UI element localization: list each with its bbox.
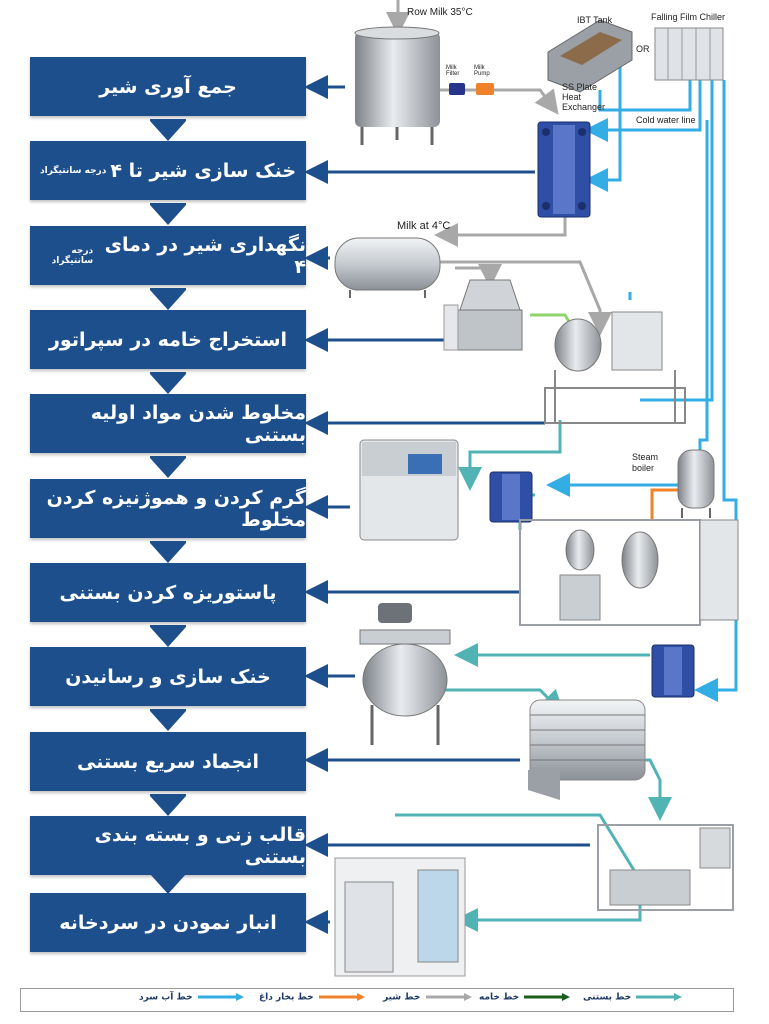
milk-filter-image xyxy=(449,83,465,95)
arrow-icon xyxy=(318,993,365,1001)
step-label: انبار نمودن در سردخانه xyxy=(59,911,277,934)
ibt-tank-image xyxy=(547,19,633,93)
mixing-tank-skid-image xyxy=(544,311,686,424)
milk-filter-label: Milk Filter xyxy=(446,65,460,77)
down-arrow-icon xyxy=(150,203,186,225)
milk-pump-image xyxy=(476,83,494,95)
step-mixing: مخلوط شدن مواد اولیه بستنی xyxy=(30,394,306,453)
step-label: استخراج خامه در سپراتور xyxy=(48,328,288,351)
or-label: OR xyxy=(636,44,650,54)
cold-water-line-label: Cold water line xyxy=(636,115,696,125)
packaging-machine-image xyxy=(597,824,734,911)
step-label: گرم کردن و هموژنیزه کردن مخلوط xyxy=(46,486,306,531)
spiral-freezer-image xyxy=(528,699,646,800)
legend-label: خط بخار داغ xyxy=(259,992,314,1003)
step-cooling-aging: خنک سازی و رسانیدن xyxy=(30,647,306,706)
step-label: مخلوط شدن مواد اولیه بستنی xyxy=(90,401,306,446)
legend-icecream: خط بستنی xyxy=(583,992,684,1003)
legend-milk: خط شیر xyxy=(383,992,474,1003)
down-arrow-icon xyxy=(150,541,186,563)
milk-collection-tank-image xyxy=(354,26,440,145)
step-cream-separation: استخراج خامه در سپراتور xyxy=(30,310,306,369)
step-sub: درجه سانتیگراد xyxy=(51,245,94,266)
legend-steam: خط بخار داغ xyxy=(259,992,367,1003)
steam-boiler-image xyxy=(677,449,715,518)
arrow-icon xyxy=(197,993,244,1001)
step-label: خنک سازی و رسانیدن xyxy=(65,665,271,688)
arrow-icon xyxy=(636,993,683,1001)
cream-separator-image xyxy=(443,279,523,351)
ibt-tank-label: IBT Tank xyxy=(577,15,613,25)
step-label: خنک سازی شیر تا ۴ xyxy=(110,159,297,182)
milk-lines xyxy=(386,0,612,336)
plate-heat-exchanger-image xyxy=(537,121,591,218)
step-heating-homogenizing: گرم کردن و هموژنیزه کردن مخلوط xyxy=(30,479,306,538)
step-pasteurizing: پاستوریزه کردن بستنی xyxy=(30,563,306,622)
step-label: قالب زنی و بسته بندی بستنی xyxy=(94,823,306,868)
ss-plate-heat-exchanger-label: SS Plate Heat Exchanger xyxy=(562,82,606,112)
step-arrows xyxy=(304,75,590,934)
legend-cold-water: خط آب سرد xyxy=(139,992,246,1003)
cold-water-lines xyxy=(546,60,738,702)
down-arrow-icon xyxy=(150,709,186,731)
legend-label: خط خامه xyxy=(479,992,520,1003)
step-fast-freezing: انجماد سریع بستنی xyxy=(30,732,306,791)
raw-milk-label: Row Milk 35°C xyxy=(407,7,473,18)
down-arrow-icon xyxy=(150,119,186,141)
milk-at-4-label: Milk at 4°C xyxy=(397,220,451,232)
falling-film-chiller-image xyxy=(654,27,724,81)
step-milk-collection: جمع آوری شیر xyxy=(30,57,306,116)
down-arrow-icon xyxy=(150,288,186,310)
aging-vat-image xyxy=(359,603,451,745)
pasteurizer-image xyxy=(519,519,739,626)
step-label: انجماد سریع بستنی xyxy=(77,750,260,773)
arrow-icon xyxy=(425,993,472,1001)
step-milk-storage: نگهداری شیر در دمای ۴ درجه سانتیگراد xyxy=(30,226,306,285)
legend-label: خط آب سرد xyxy=(139,992,193,1003)
arrow-icon xyxy=(524,993,571,1001)
falling-film-chiller-label: Falling Film Chiller xyxy=(651,12,726,22)
homogenizer-image xyxy=(359,439,459,541)
legend-label: خط بستنی xyxy=(583,992,632,1003)
step-label: پاستوریزه کردن بستنی xyxy=(59,581,277,604)
down-arrow-icon xyxy=(150,372,186,394)
step-label: نگهداری شیر در دمای ۴ xyxy=(104,233,306,278)
cold-room-image xyxy=(334,857,466,977)
milk-storage-tank-image xyxy=(334,237,441,298)
legend-label: خط شیر xyxy=(383,992,421,1003)
step-sub: درجه سانتیگراد xyxy=(39,165,107,176)
down-arrow-icon xyxy=(150,456,186,478)
plate-heat-exchanger-2-image xyxy=(489,471,533,523)
plate-heat-exchanger-3-image xyxy=(651,644,695,698)
steam-line xyxy=(650,488,678,520)
step-molding-packaging: قالب زنی و بسته بندی بستنی xyxy=(30,816,306,875)
milk-pump-label: Milk Pump xyxy=(474,65,490,77)
step-label: جمع آوری شیر xyxy=(99,75,237,98)
step-cold-storage: انبار نمودن در سردخانه xyxy=(30,893,306,952)
legend-cream: خط خامه xyxy=(479,992,572,1003)
down-arrow-icon xyxy=(150,625,186,647)
legend: خط آب سرد خط بخار داغ خط شیر خط خامه خط … xyxy=(20,988,734,1012)
down-arrow-icon xyxy=(150,872,186,894)
down-arrow-icon xyxy=(150,794,186,816)
steam-boiler-label: Steam boiler xyxy=(632,452,659,473)
